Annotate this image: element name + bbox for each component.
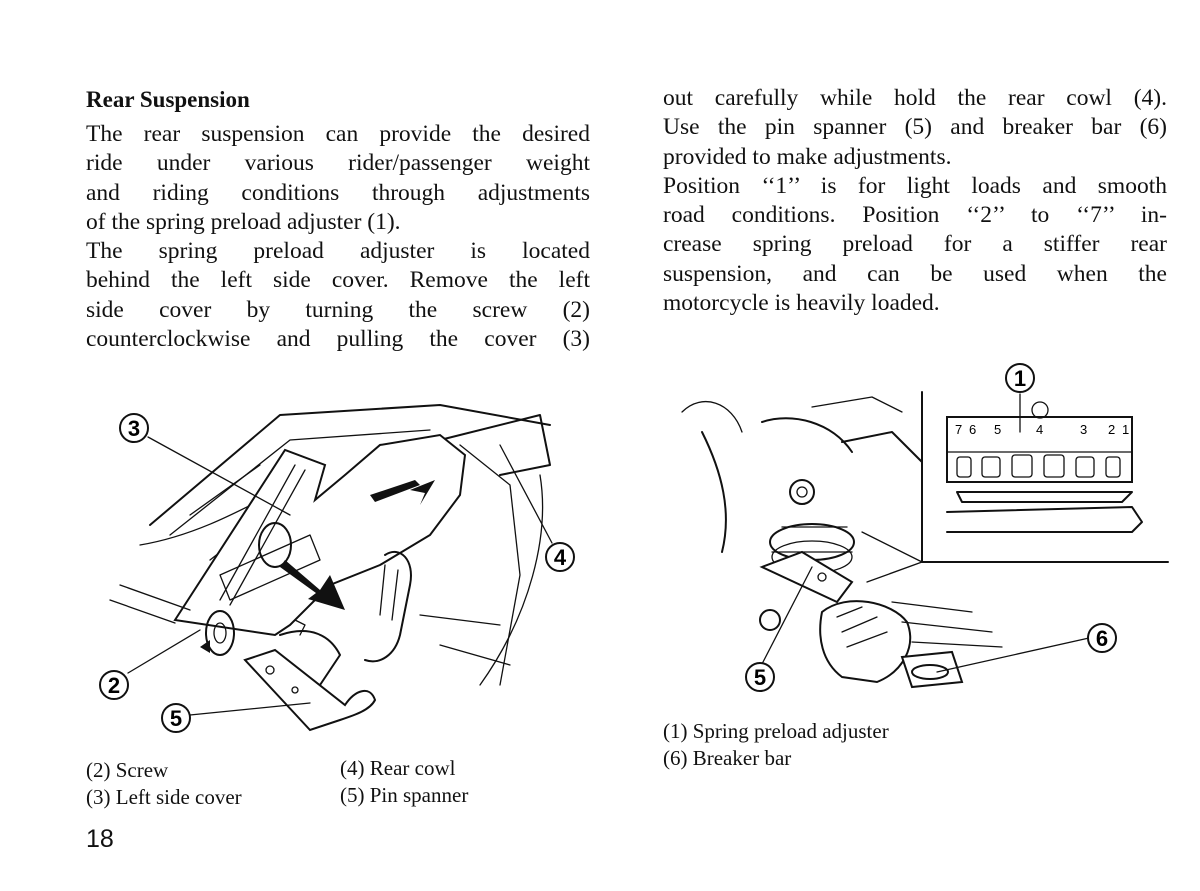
text-line: Position ‘‘1’’ is for light loads and sm… [663,172,1167,199]
position-label: 2 [1108,422,1115,437]
text-line: crease spring preload for a stiffer rear [663,231,1167,258]
text-line: The spring preload adjuster is located [86,238,590,265]
paragraph-location: The spring preload adjuster is located b… [86,237,590,354]
right-text-column: out carefully while hold the rear cowl (… [663,84,1167,318]
text-line: of the spring preload adjuster (1). [86,208,401,235]
position-label: 6 [969,422,976,437]
text-line: and riding conditions through adjustment… [86,179,590,206]
caption-left-b: (4) Rear cowl (5) Pin spanner [340,755,468,809]
position-label: 3 [1080,422,1087,437]
callout-5: 5 [745,662,775,692]
caption-item: (5) Pin spanner [340,783,469,807]
caption-item: (2) Screw [86,758,169,782]
callout-5: 5 [161,703,191,733]
callout-label: 4 [554,545,567,570]
callout-label: 1 [1014,366,1026,391]
text-line: Use the pin spanner (5) and breaker bar … [663,114,1167,141]
position-label: 1 [1122,422,1129,437]
callout-2: 2 [99,670,129,700]
text-line: road conditions. Position ‘‘2’’ to ‘‘7’’… [663,202,1167,229]
caption-item: (1) Spring preload adjuster [663,719,889,743]
caption-right: (1) Spring preload adjuster (6) Breaker … [663,718,889,772]
caption-item: (3) Left side cover [86,785,242,809]
callout-label: 3 [128,416,140,441]
caption-left-a: (2) Screw (3) Left side cover [86,757,242,811]
text-line: behind the left side cover. Remove the l… [86,267,590,294]
adjuster-detail-inset: 7 6 5 4 3 2 1 [946,401,1143,533]
text-line: ride under various rider/passenger weigh… [86,150,590,177]
callout-label: 6 [1096,626,1108,651]
page-number: 18 [86,825,114,853]
paragraph-intro: The rear suspension can provide the desi… [86,120,590,237]
text-line: counterclockwise and pulling the cover (… [86,326,590,353]
callout-3: 3 [119,413,149,443]
text-line: out carefully while hold the rear cowl (… [663,85,1167,111]
callout-label: 5 [170,706,182,731]
callout-4: 4 [545,542,575,572]
paragraph-continued: out carefully while hold the rear cowl (… [663,84,1167,172]
position-label: 7 [955,422,962,437]
side-cover-removal-illustration: 3 4 2 5 [99,404,575,733]
section-heading: Rear Suspension [86,87,250,112]
position-label: 4 [1036,422,1043,437]
callout-label: 5 [754,665,766,690]
callout-1: 1 [1005,363,1035,393]
position-label: 5 [994,422,1001,437]
text-line: motorcycle is heavily loaded. [663,290,940,317]
caption-item: (6) Breaker bar [663,746,792,770]
text-line: suspension, and can be used when the [663,260,1167,287]
preload-adjustment-illustration: 7 6 5 4 3 2 1 1 5 6 [681,363,1169,692]
callout-label: 2 [108,673,120,698]
paragraph-positions: Position ‘‘1’’ is for light loads and sm… [663,172,1167,318]
text-line: provided to make adjustments. [663,143,952,170]
left-text-column: Rear Suspension The rear suspension can … [86,86,590,354]
text-line: The rear suspension can provide the desi… [86,121,590,147]
caption-item: (4) Rear cowl [340,756,456,780]
callout-6: 6 [1087,623,1117,653]
text-line: side cover by turning the screw (2) [86,296,590,323]
